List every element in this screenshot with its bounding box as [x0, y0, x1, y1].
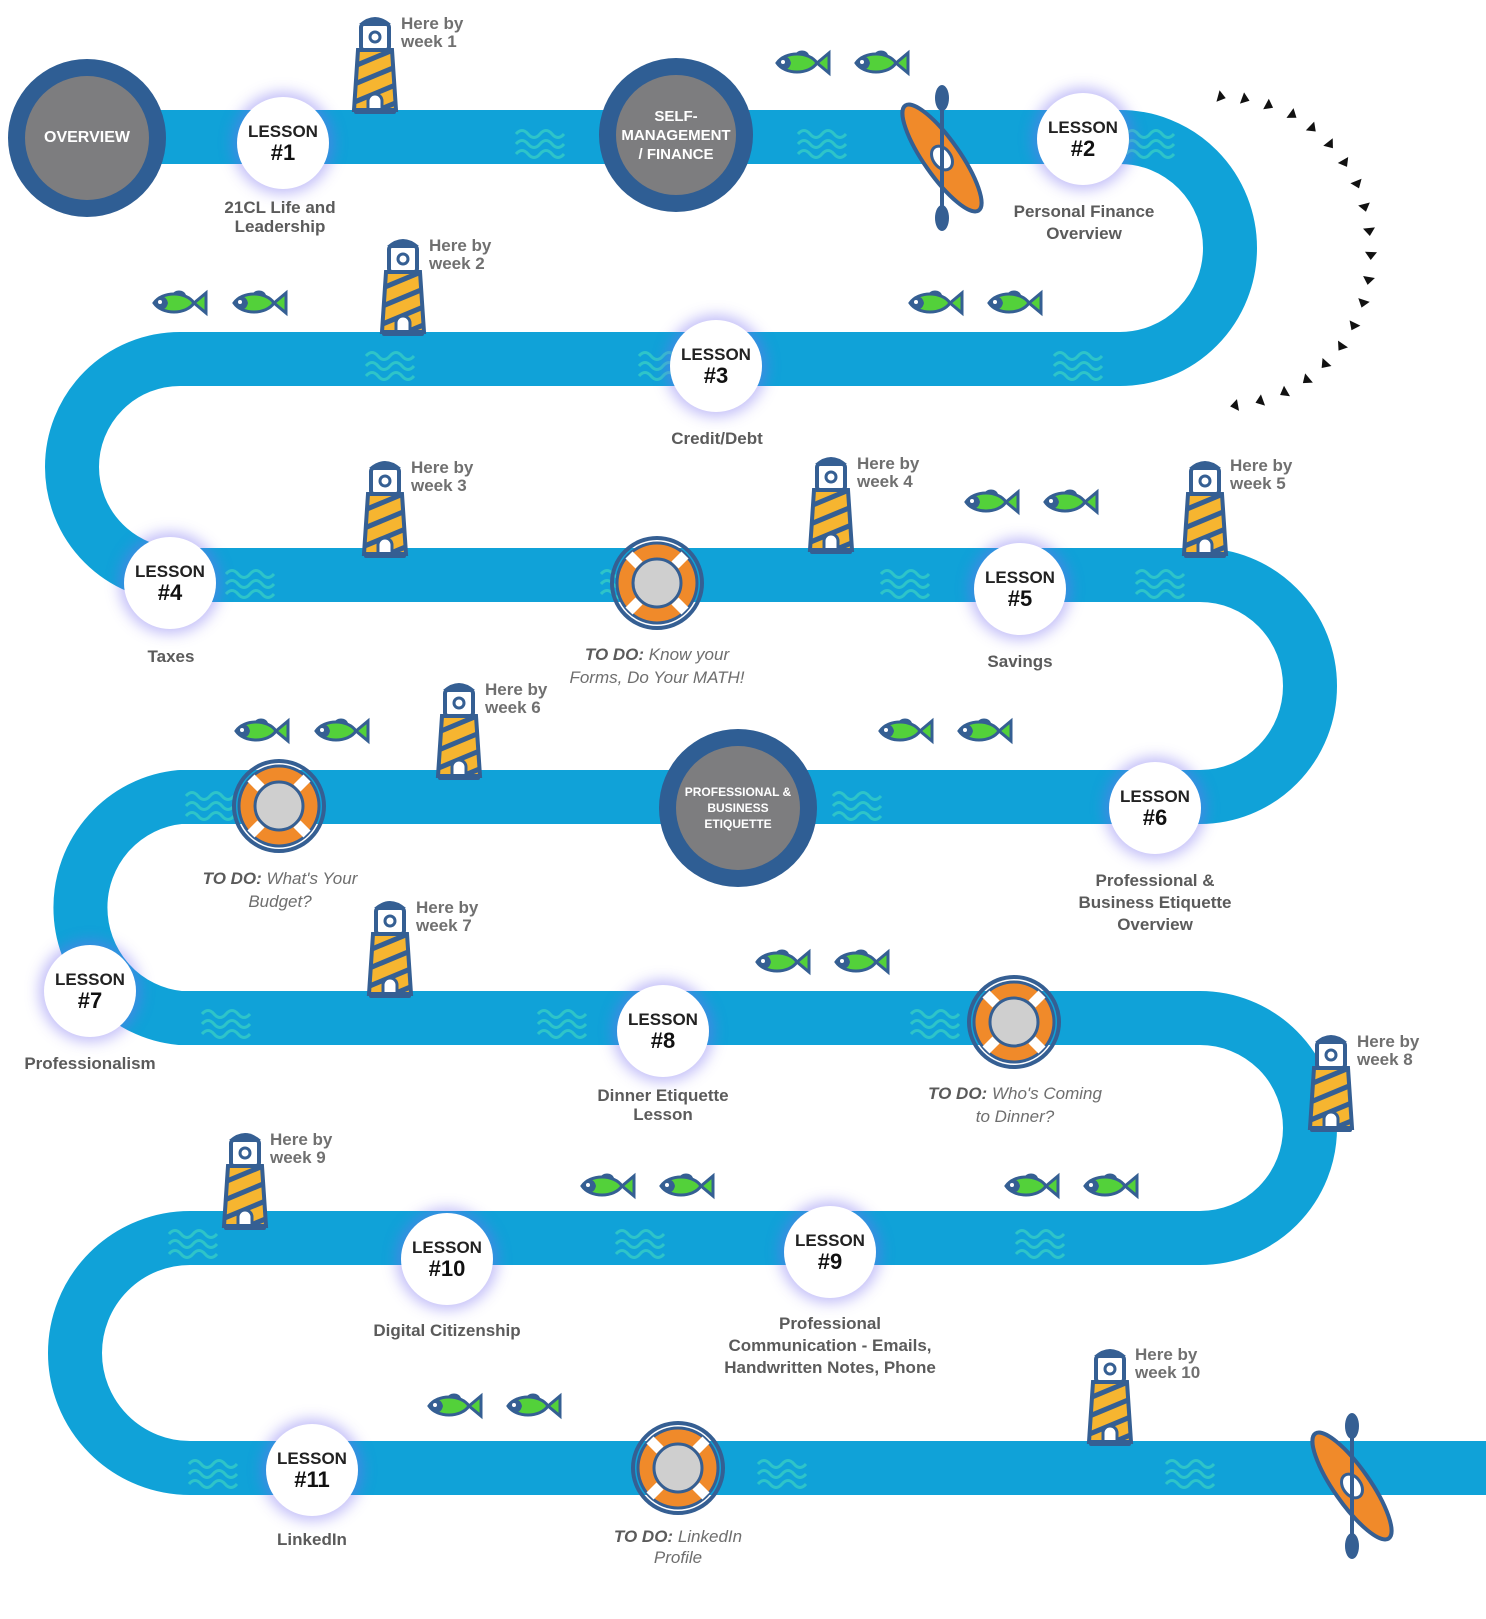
lesson-number: #1 [270, 139, 296, 165]
lesson-7-badge[interactable]: LESSON #7 [44, 945, 136, 1037]
hub-line-1: SELF- [654, 107, 698, 125]
milestone-week-4: Here by week 4 [857, 454, 920, 491]
overview-hub[interactable]: OVERVIEW [8, 59, 166, 217]
todo-prefix: TO DO: [613, 1527, 674, 1546]
milestone-week-8: Here by week 8 [1357, 1032, 1420, 1069]
milestone-week-5: Here by week 5 [1230, 456, 1293, 493]
todo-note-budget: TO DO: What's Your Budget? [203, 867, 358, 913]
milestone-week-1: Here by week 1 [401, 14, 464, 51]
lesson-8-badge[interactable]: LESSON #8 [617, 985, 709, 1077]
todo-prefix: TO DO: [584, 645, 645, 664]
hub-line-2: MANAGEMENT [621, 126, 731, 144]
lesson-label: LESSON [277, 1448, 347, 1468]
todo-text: Who's Coming to Dinner? [975, 1084, 1102, 1126]
lesson-number: #10 [428, 1255, 466, 1281]
lesson-label: LESSON [248, 121, 318, 141]
lesson-6-topic: Professional & Business Etiquette Overvi… [1078, 871, 1232, 934]
lesson-11-topic: LinkedIn [277, 1530, 347, 1549]
lesson-8-topic: Dinner Etiquette Lesson [597, 1086, 729, 1124]
hub-line-1: PROFESSIONAL & [684, 785, 792, 799]
lesson-4-topic: Taxes [147, 647, 195, 666]
lesson-2-topic: Personal Finance Overview [1013, 202, 1155, 243]
lesson-label: LESSON [1120, 786, 1190, 806]
milestone-week-9: Here by week 9 [270, 1130, 333, 1167]
lesson-label: LESSON [795, 1230, 865, 1250]
lesson-number: #4 [157, 579, 183, 605]
lesson-label: LESSON [985, 567, 1055, 587]
lesson-number: #9 [817, 1248, 843, 1274]
lesson-number: #7 [77, 987, 103, 1013]
todo-text: LinkedIn Profile [653, 1527, 743, 1567]
todo-text: What's Your Budget? [248, 869, 358, 911]
todo-note-forms: TO DO: Know your Forms, Do Your MATH! [569, 643, 744, 689]
lesson-label: LESSON [55, 969, 125, 989]
lesson-label: LESSON [412, 1237, 482, 1257]
lesson-9-badge[interactable]: LESSON #9 [784, 1206, 876, 1298]
lesson-number: #2 [1070, 135, 1096, 161]
lesson-9-topic: Professional Communication - Emails, Han… [724, 1314, 936, 1377]
professional-etiquette-hub[interactable]: PROFESSIONAL & BUSINESS ETIQUETTE [659, 729, 817, 887]
lesson-1-badge[interactable]: LESSON #1 [237, 97, 329, 189]
hub-line-3: ETIQUETTE [704, 817, 772, 831]
milestone-week-10: Here by week 10 [1135, 1345, 1201, 1382]
hub-line-3: / FINANCE [638, 145, 714, 163]
lesson-3-badge[interactable]: LESSON #3 [670, 320, 762, 412]
milestone-week-3: Here by week 3 [411, 458, 474, 495]
milestone-week-2: Here by week 2 [429, 236, 492, 273]
lesson-number: #6 [1142, 804, 1168, 830]
lesson-10-topic: Digital Citizenship [373, 1321, 521, 1340]
lesson-2-badge[interactable]: LESSON #2 [1037, 93, 1129, 185]
lesson-5-badge[interactable]: LESSON #5 [974, 543, 1066, 635]
lesson-number: #8 [650, 1027, 676, 1053]
lesson-number: #11 [294, 1466, 330, 1492]
lesson-7-topic: Professionalism [24, 1054, 156, 1073]
lesson-3-topic: Credit/Debt [671, 429, 763, 448]
lesson-label: LESSON [628, 1009, 698, 1029]
self-management-hub[interactable]: SELF- MANAGEMENT / FINANCE [599, 58, 753, 212]
todo-prefix: TO DO: [202, 869, 262, 888]
kayak-icons [900, 83, 1394, 1561]
lesson-6-badge[interactable]: LESSON #6 [1109, 762, 1201, 854]
lesson-1-topic: 21CL Life and Leadership [224, 198, 336, 236]
lesson-number: #5 [1007, 585, 1033, 611]
milestone-week-6: Here by week 6 [485, 680, 548, 717]
lesson-11-badge[interactable]: LESSON #11 [266, 1424, 358, 1516]
todo-note-dinner: TO DO: Who's Coming to Dinner? [928, 1082, 1102, 1128]
overview-hub-label: OVERVIEW [25, 76, 149, 200]
lesson-4-badge[interactable]: LESSON #4 [124, 537, 216, 629]
lesson-5-topic: Savings [987, 652, 1053, 671]
lesson-10-badge[interactable]: LESSON #10 [401, 1213, 493, 1305]
todo-prefix: TO DO: [928, 1084, 988, 1103]
milestone-week-7: Here by week 7 [416, 898, 479, 935]
lesson-label: LESSON [135, 561, 205, 581]
lesson-number: #3 [703, 362, 729, 388]
todo-text: Know your Forms, Do Your MATH! [569, 645, 745, 687]
lesson-label: LESSON [681, 344, 751, 364]
todo-note-linkedin: TO DO: LinkedIn Profile [614, 1526, 742, 1568]
lesson-label: LESSON [1048, 117, 1118, 137]
hub-line-2: BUSINESS [707, 801, 769, 815]
